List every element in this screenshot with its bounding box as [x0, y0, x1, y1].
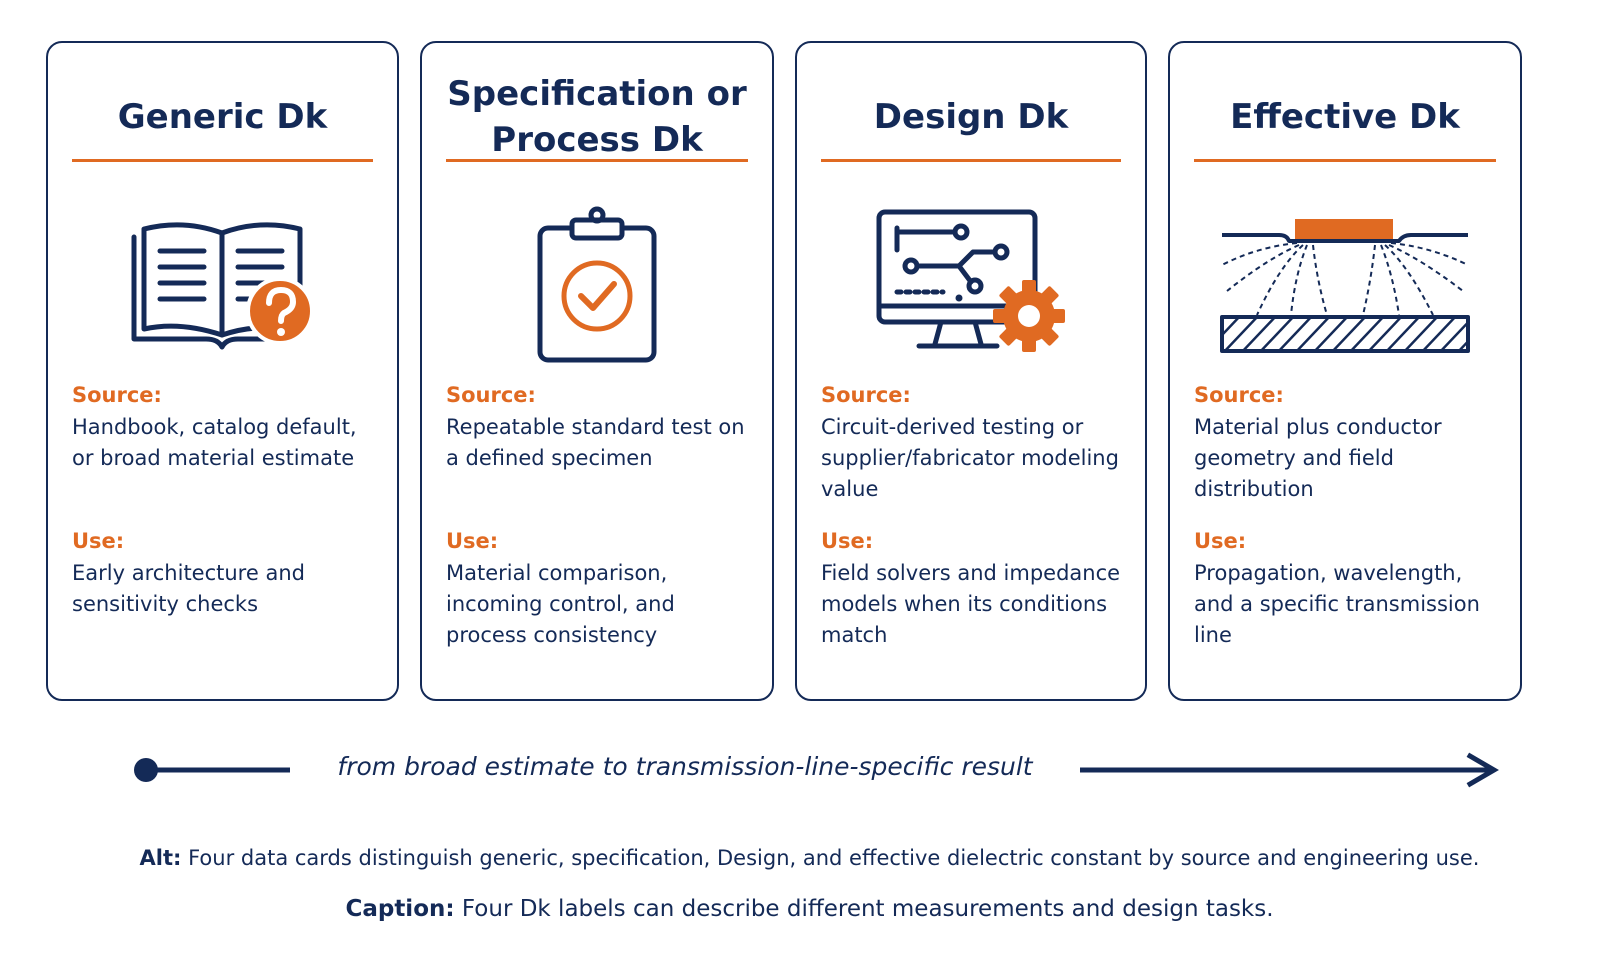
use-text: Material comparison, incoming control, a…: [446, 561, 675, 647]
transmission-line-field-icon: [1170, 183, 1520, 388]
source-label: Source:: [1194, 383, 1284, 407]
title-divider: [72, 159, 373, 162]
source-text: Circuit-derived testing or supplier/fabr…: [821, 415, 1119, 501]
card-specification-process-dk: Specification or Process Dk Source: Repe…: [420, 41, 774, 701]
progression-label: from broad estimate to transmission-line…: [290, 745, 1080, 789]
caption-note: Caption: Four Dk labels can describe dif…: [0, 893, 1619, 925]
card-generic-dk: Generic Dk Source: Handbook, catal: [46, 41, 399, 701]
source-label: Source:: [446, 383, 536, 407]
use-label: Use:: [72, 529, 125, 553]
use-text: Propagation, wavelength, and a specific …: [1194, 561, 1480, 647]
book-question-icon: [48, 183, 397, 388]
card-design-dk: Design Dk: [795, 41, 1147, 701]
clipboard-check-icon: [422, 183, 772, 388]
source-label: Source:: [821, 383, 911, 407]
use-text: Field solvers and impedance models when …: [821, 561, 1121, 647]
card-effective-dk: Effective Dk: [1168, 41, 1522, 701]
card-title: Effective Dk: [1230, 97, 1460, 137]
card-title: Specification or Process Dk: [447, 74, 747, 160]
alt-text: Four data cards distinguish generic, spe…: [188, 846, 1480, 870]
source-text: Material plus conductor geometry and fie…: [1194, 415, 1442, 501]
monitor-circuit-gear-icon: [797, 183, 1145, 388]
title-divider: [821, 159, 1121, 162]
source-label: Source:: [72, 383, 162, 407]
source-text: Handbook, catalog default, or broad mate…: [72, 415, 357, 470]
use-text: Early architecture and sensitivity check…: [72, 561, 305, 616]
source-text: Repeatable standard test on a defined sp…: [446, 415, 745, 470]
caption-label: Caption:: [345, 896, 455, 922]
alt-label: Alt:: [139, 846, 182, 870]
card-title: Generic Dk: [117, 97, 328, 137]
title-divider: [446, 159, 748, 162]
use-label: Use:: [446, 529, 499, 553]
title-divider: [1194, 159, 1496, 162]
use-label: Use:: [821, 529, 874, 553]
card-title: Design Dk: [873, 97, 1069, 137]
use-label: Use:: [1194, 529, 1247, 553]
alt-text-note: Alt: Four data cards distinguish generic…: [0, 843, 1619, 873]
caption-text: Four Dk labels can describe different me…: [461, 896, 1274, 922]
